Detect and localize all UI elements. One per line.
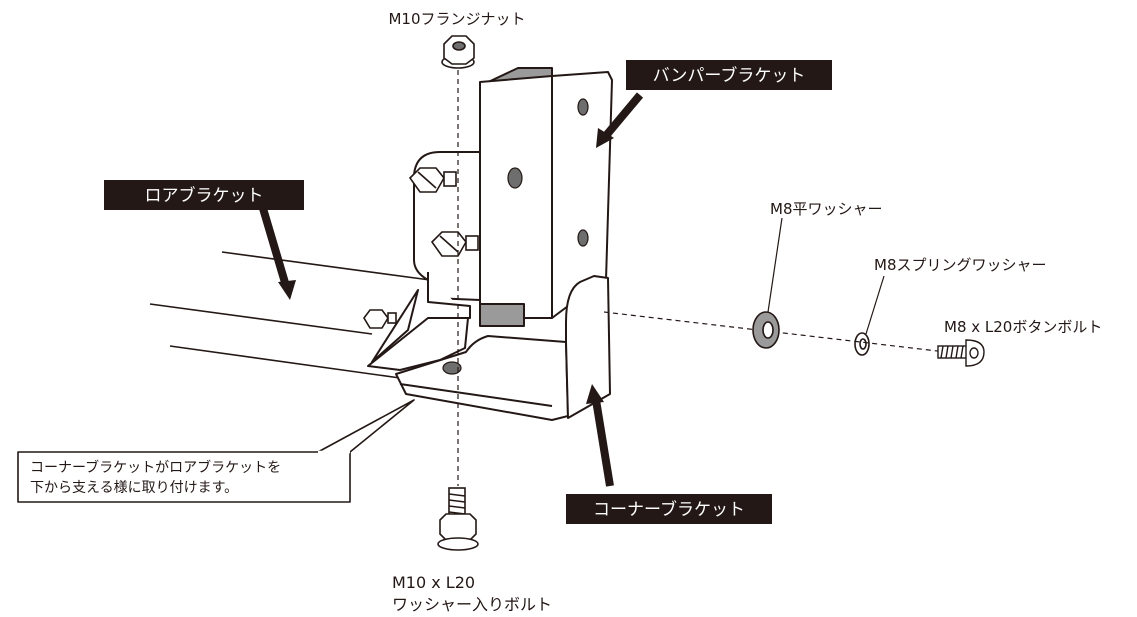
arrow-bumper-bracket [596,92,644,148]
label-lower-bracket: ロアブラケット [104,180,304,210]
callout-bubble: コーナーブラケットがロアブラケットを 下から支える様に取り付けます。 [17,399,415,503]
m8-flat-washer-part [752,311,780,349]
label-m8-spring-washer: M8スプリングワッシャー [874,256,1047,274]
label-m8-flat-washer: M8平ワッシャー [770,200,883,218]
m10-washer-bolt-part [437,487,479,551]
label-m8-button-bolt: M8 x L20ボタンボルト [944,318,1102,336]
label-corner-bracket: コーナーブラケット [566,494,772,524]
label-lower-bracket-text: ロアブラケット [145,185,264,206]
label-m10-bolt-line1: M10 x L20 [392,573,475,592]
lower-bracket-rails [149,251,431,379]
m8-button-bolt-part [937,339,985,367]
arrow-corner-bracket [586,384,614,487]
label-corner-bracket-text: コーナーブラケット [593,499,745,520]
label-bumper-bracket: バンパーブラケット [626,60,832,90]
callout-text-line2: 下から支える様に取り付けます。 [30,480,238,496]
leader-lines [767,217,885,335]
arrow-lower-bracket [258,203,296,300]
callout-text-line1: コーナーブラケットがロアブラケットを [30,459,281,476]
lower-bracket-gusset [367,272,471,371]
label-bumper-bracket-text: バンパーブラケット [653,65,806,86]
label-flange-nut: M10フランジナット [388,10,525,28]
label-m10-bolt-line2: ワッシャー入りボルト [392,595,552,614]
hex-nut-gusset [363,309,397,329]
m10-flange-nut-part [441,35,475,69]
hex-bolt-upper [408,167,457,193]
corner-bracket-hole [442,361,462,375]
corner-bracket-part [395,275,611,421]
m8-spring-washer-part [854,332,870,356]
